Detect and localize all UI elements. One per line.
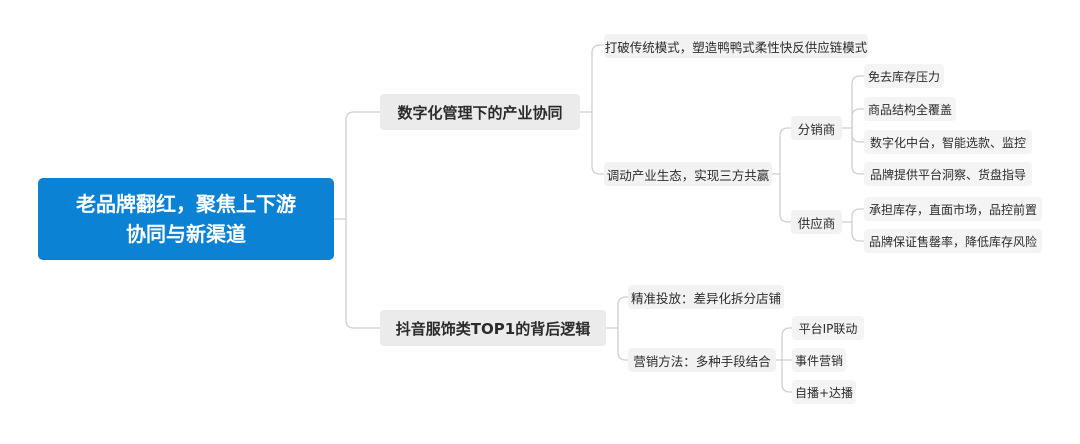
leaf-distributor-3-label: 数字化中台，智能选款、监控 — [869, 135, 1026, 150]
branch-digital-management[interactable]: 数字化管理下的产业协同 — [380, 94, 580, 130]
leaf-marketing-1[interactable]: 平台IP联动 — [792, 316, 864, 340]
node-break-traditional-model[interactable]: 打破传统模式，塑造鸭鸭式柔性快反供应链模式 — [604, 34, 868, 58]
leaf-distributor-4-label: 品牌提供平台洞察、货盘指导 — [869, 167, 1026, 182]
leaf-marketing-1-label: 平台IP联动 — [798, 321, 858, 336]
leaf-distributor-4[interactable]: 品牌提供平台洞察、货盘指导 — [864, 162, 1032, 186]
leaf-supplier-2-label: 品牌保证售罄率，降低库存风险 — [868, 234, 1037, 249]
root-node[interactable]: 老品牌翻红，聚焦上下游 协同与新渠道 — [38, 178, 334, 260]
node-industry-ecosystem-label: 调动产业生态，实现三方共赢 — [606, 167, 770, 183]
node-marketing-methods[interactable]: 营销方法：多种手段结合 — [628, 348, 776, 372]
node-supplier[interactable]: 供应商 — [791, 210, 842, 234]
connector-sub2-to-supplier — [779, 173, 792, 223]
connector-root-to-branch1 — [333, 111, 381, 220]
leaf-supplier-2[interactable]: 品牌保证售罄率，降低库存风险 — [864, 229, 1042, 253]
connector-supplier-leaf-2 — [851, 221, 865, 242]
leaf-distributor-2[interactable]: 商品结构全覆盖 — [864, 97, 956, 121]
leaf-supplier-1-label: 承担库存，直面市场，品控前置 — [868, 202, 1037, 217]
connector-distributor-leaf-2 — [851, 108, 865, 129]
node-marketing-methods-label: 营销方法：多种手段结合 — [633, 353, 771, 369]
connector-branch1-to-sub1 — [579, 44, 605, 113]
leaf-marketing-3-label: 自播+达播 — [794, 385, 854, 400]
connector-supplier-leaf-1 — [841, 208, 865, 223]
node-supplier-label: 供应商 — [797, 215, 836, 231]
connector-root-to-branch2 — [345, 218, 381, 329]
branch-douyin-top1[interactable]: 抖音服饰类TOP1的背后逻辑 — [380, 310, 606, 346]
connector-branch2-to-sub2 — [617, 327, 629, 361]
node-precise-placement[interactable]: 精准投放：差异化拆分店铺 — [628, 285, 784, 309]
root-title-line-1: 老品牌翻红，聚焦上下游 — [76, 192, 296, 216]
connector-sub2-to-distributor — [771, 127, 792, 175]
connector-distributor-leaf-1 — [841, 75, 865, 129]
connector-branch1-to-sub2 — [591, 111, 605, 175]
connector-distributor-leaf-4 — [851, 127, 865, 175]
leaf-marketing-3[interactable]: 自播+达播 — [792, 380, 856, 404]
node-industry-ecosystem[interactable]: 调动产业生态，实现三方共赢 — [604, 162, 772, 186]
leaf-supplier-1[interactable]: 承担库存，直面市场，品控前置 — [864, 197, 1042, 221]
node-distributor[interactable]: 分销商 — [791, 116, 842, 140]
branch-douyin-top1-label: 抖音服饰类TOP1的背后逻辑 — [395, 319, 591, 338]
connector-marketing-leaf-3 — [781, 359, 793, 393]
connector-distributor-leaf-3 — [851, 127, 865, 143]
leaf-distributor-1-label: 免去库存压力 — [867, 69, 940, 84]
node-distributor-label: 分销商 — [797, 121, 836, 137]
root-title-line-2: 协同与新渠道 — [126, 222, 246, 246]
leaf-distributor-2-label: 商品结构全覆盖 — [867, 102, 952, 117]
leaf-distributor-3[interactable]: 数字化中台，智能选款、监控 — [864, 130, 1032, 154]
node-precise-placement-label: 精准投放：差异化拆分店铺 — [630, 290, 781, 306]
node-break-traditional-model-label: 打破传统模式，塑造鸭鸭式柔性快反供应链模式 — [604, 39, 868, 55]
leaf-distributor-1[interactable]: 免去库存压力 — [864, 64, 944, 88]
branch-digital-management-label: 数字化管理下的产业协同 — [397, 103, 563, 122]
leaf-marketing-2[interactable]: 事件营销 — [792, 348, 846, 372]
connector-marketing-leaf-1 — [775, 327, 793, 361]
connector-branch2-to-sub1 — [605, 296, 629, 329]
leaf-marketing-2-label: 事件营销 — [794, 353, 843, 368]
